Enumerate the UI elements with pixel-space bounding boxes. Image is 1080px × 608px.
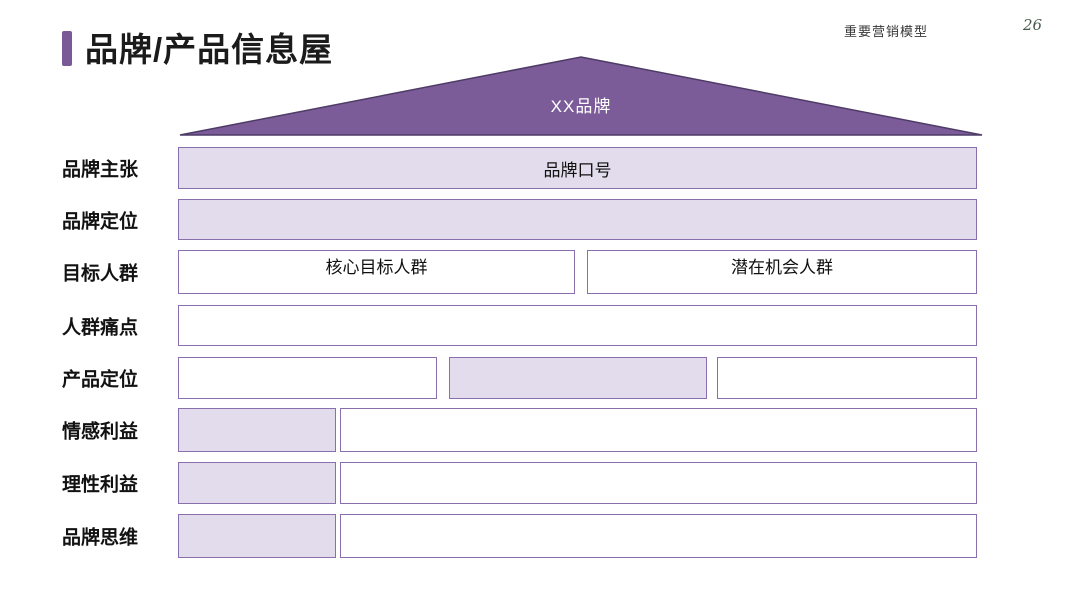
box-core-target-audience: 核心目标人群 bbox=[178, 250, 575, 294]
box-product-positioning-1 bbox=[178, 357, 437, 399]
title-accent-bar bbox=[62, 31, 72, 66]
roof-brand-label: XX品牌 bbox=[550, 97, 612, 116]
box-pain-points bbox=[178, 305, 977, 346]
row-brand-positioning: 品牌定位 bbox=[0, 199, 1080, 240]
row-label: 品牌思维 bbox=[62, 527, 139, 549]
box-emotional-benefit-content bbox=[340, 408, 977, 452]
row-label: 品牌定位 bbox=[62, 211, 139, 232]
row-pain-points: 人群痛点 bbox=[0, 305, 1080, 346]
box-potential-audience: 潜在机会人群 bbox=[587, 250, 977, 294]
box-product-positioning-3 bbox=[717, 357, 977, 399]
row-label: 情感利益 bbox=[62, 421, 139, 443]
page-number: 26 bbox=[1023, 16, 1043, 34]
row-label: 理性利益 bbox=[62, 474, 139, 496]
row-label: 目标人群 bbox=[62, 263, 139, 285]
box-rational-benefit-tag bbox=[178, 462, 336, 504]
row-rational-benefit: 理性利益 bbox=[0, 462, 1080, 504]
box-emotional-benefit-tag bbox=[178, 408, 336, 452]
box-brand-positioning bbox=[178, 199, 977, 240]
row-product-positioning: 产品定位 bbox=[0, 357, 1080, 399]
box-brand-thinking-content bbox=[340, 514, 977, 558]
row-label: 产品定位 bbox=[62, 369, 139, 391]
row-brand-proposition: 品牌主张 品牌口号 bbox=[0, 147, 1080, 189]
box-product-positioning-2 bbox=[449, 357, 707, 399]
box-brand-thinking-tag bbox=[178, 514, 336, 558]
row-label: 品牌主张 bbox=[62, 159, 139, 181]
page-title: 品牌/产品信息屋 bbox=[85, 31, 334, 68]
row-brand-thinking: 品牌思维 bbox=[0, 514, 1080, 558]
header-note: 重要营销模型 bbox=[843, 24, 928, 39]
box-brand-slogan: 品牌口号 bbox=[178, 147, 977, 189]
row-label: 人群痛点 bbox=[62, 317, 139, 338]
box-rational-benefit-content bbox=[340, 462, 977, 504]
row-emotional-benefit: 情感利益 bbox=[0, 408, 1080, 452]
row-target-audience: 目标人群 核心目标人群 潜在机会人群 bbox=[0, 250, 1080, 294]
